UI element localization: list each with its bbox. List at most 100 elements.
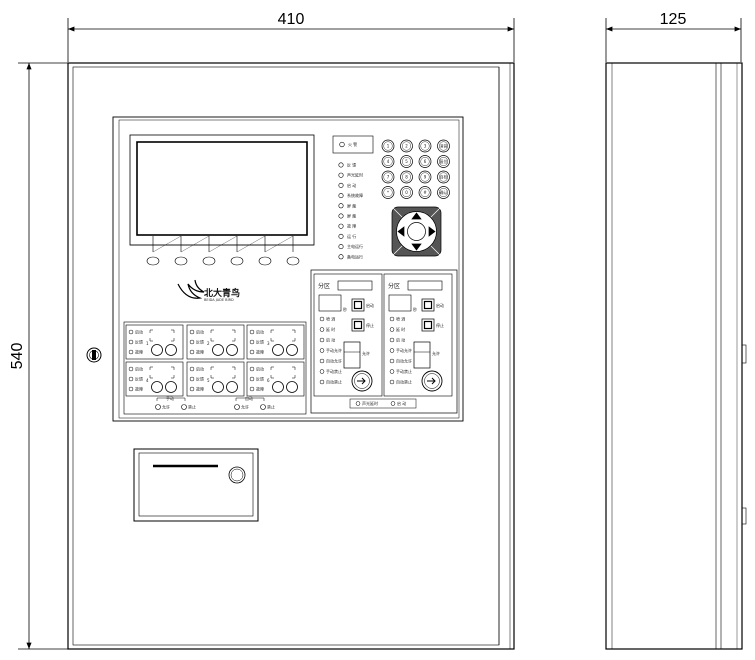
module-label: 反馈	[196, 339, 204, 345]
direction-pad[interactable]	[391, 206, 442, 257]
zone-led	[319, 348, 325, 353]
keypad-key[interactable]: 9	[418, 170, 432, 184]
indicator-label: 声光延时	[347, 172, 363, 178]
zone-led	[319, 358, 325, 364]
module-label: 故障	[135, 386, 143, 392]
zone-footer: 声光延时 启 动	[349, 398, 417, 409]
emergency-cover[interactable]	[413, 341, 431, 369]
group-deny-button[interactable]	[181, 404, 187, 410]
group-allow-label: 允许	[162, 404, 170, 410]
modules: 启动反馈故障1启动反馈故障2启动反馈故障3启动反馈故障4启动反馈故障5启动反馈故…	[125, 324, 305, 397]
delay-display	[318, 294, 342, 312]
group-allow-button[interactable]	[234, 404, 240, 410]
key-switch-icon[interactable]	[351, 370, 373, 392]
module-button[interactable]	[226, 381, 238, 393]
dimension-height	[18, 62, 68, 650]
soft-key-buttons[interactable]	[146, 256, 300, 266]
module-button[interactable]	[151, 344, 163, 356]
indicator-label: 主电运行	[347, 243, 363, 249]
zone-display	[407, 280, 443, 291]
keypad-key[interactable]: 消音	[437, 139, 450, 153]
module-button[interactable]	[212, 344, 224, 356]
dimension-width	[67, 18, 515, 62]
zone-led	[389, 337, 395, 343]
zone-stop-button[interactable]	[421, 318, 435, 332]
module-area	[123, 321, 307, 415]
module-button[interactable]	[226, 344, 238, 356]
indicator-label: 启 动	[347, 182, 356, 188]
keypad-key[interactable]: 4	[381, 155, 395, 168]
keypad-key[interactable]: 6	[418, 155, 432, 168]
keypad-key-label: 8	[405, 174, 408, 179]
module-number: 2	[207, 341, 210, 346]
status-panel: 火 警	[332, 135, 374, 154]
zone-start-label: 启动	[366, 302, 374, 308]
module-label: 启动	[135, 329, 143, 335]
module-label: 故障	[135, 349, 143, 355]
zone-led-label: 启 动	[326, 337, 335, 343]
module-number: 4	[146, 378, 149, 383]
zone-stop-label: 停止	[436, 322, 444, 328]
module-button[interactable]	[165, 344, 177, 356]
module-button[interactable]	[272, 381, 284, 393]
control-panel	[112, 116, 464, 422]
zone-led-label: 延 时	[326, 326, 335, 332]
zone-led	[319, 337, 325, 343]
keypad-key[interactable]: 0	[400, 186, 413, 199]
keypad-key-label: 确认	[440, 189, 448, 195]
dimension-depth-label: 125	[660, 11, 687, 28]
zone-led	[389, 379, 395, 385]
keypad-key[interactable]: 自检	[437, 170, 450, 184]
zone-footer-left: 声光延时	[362, 400, 378, 406]
module-button[interactable]	[286, 344, 298, 356]
module-button[interactable]	[286, 381, 298, 393]
indicator-led	[338, 233, 344, 239]
zone-start-button[interactable]	[421, 298, 435, 312]
zone-stop-label: 停止	[366, 322, 374, 328]
indicator-label: 屏 蔽	[347, 213, 356, 219]
module-label: 启动	[196, 366, 204, 372]
keypad-key-label: 9	[424, 174, 427, 179]
keypad-key[interactable]: *	[381, 186, 395, 199]
keypad-key[interactable]: 复位	[437, 155, 450, 168]
keypad-key[interactable]: 确认	[437, 186, 450, 199]
keypad-key[interactable]: 5	[400, 155, 413, 168]
fire-indicator-label: 火 警	[348, 141, 357, 147]
indicator-led	[338, 193, 344, 199]
keypad-key[interactable]: #	[418, 186, 432, 199]
zone-led	[319, 316, 325, 322]
indicator-label: 运 行	[347, 233, 356, 239]
dimension-depth	[605, 18, 742, 62]
brand-logo: 北大青鸟 BEIDA JADE BIRD	[177, 279, 240, 302]
keypad-key[interactable]: 7	[381, 170, 395, 184]
indicator-led	[338, 182, 344, 188]
group-deny-button[interactable]	[260, 404, 266, 410]
module-button[interactable]	[212, 381, 224, 393]
module-button[interactable]	[272, 344, 284, 356]
group-allow-button[interactable]	[155, 404, 161, 410]
module-button[interactable]	[151, 381, 163, 393]
keypad-key[interactable]: 8	[400, 170, 413, 184]
module-label: 启动	[256, 329, 264, 335]
module-button[interactable]	[165, 381, 177, 393]
zone-led-label: 手动允许	[396, 347, 412, 353]
keypad-key[interactable]: 2	[400, 139, 413, 153]
keypad-key[interactable]: 3	[418, 139, 432, 153]
keypad-key[interactable]: 1	[381, 139, 395, 153]
zone-title: 分区	[318, 282, 330, 290]
zone-start-button[interactable]	[351, 298, 365, 312]
indicator-label: 系统故障	[347, 192, 363, 198]
indicator-led	[338, 172, 344, 178]
keypad-key-label: 消音	[440, 142, 448, 148]
zone-key-label: 允许	[362, 350, 370, 356]
zone-led	[389, 369, 395, 374]
emergency-cover[interactable]	[343, 341, 361, 369]
indicator-led	[338, 244, 344, 250]
key-switch-icon[interactable]	[421, 370, 443, 392]
zone-stop-button[interactable]	[351, 318, 365, 332]
module-label: 启动	[256, 366, 264, 372]
